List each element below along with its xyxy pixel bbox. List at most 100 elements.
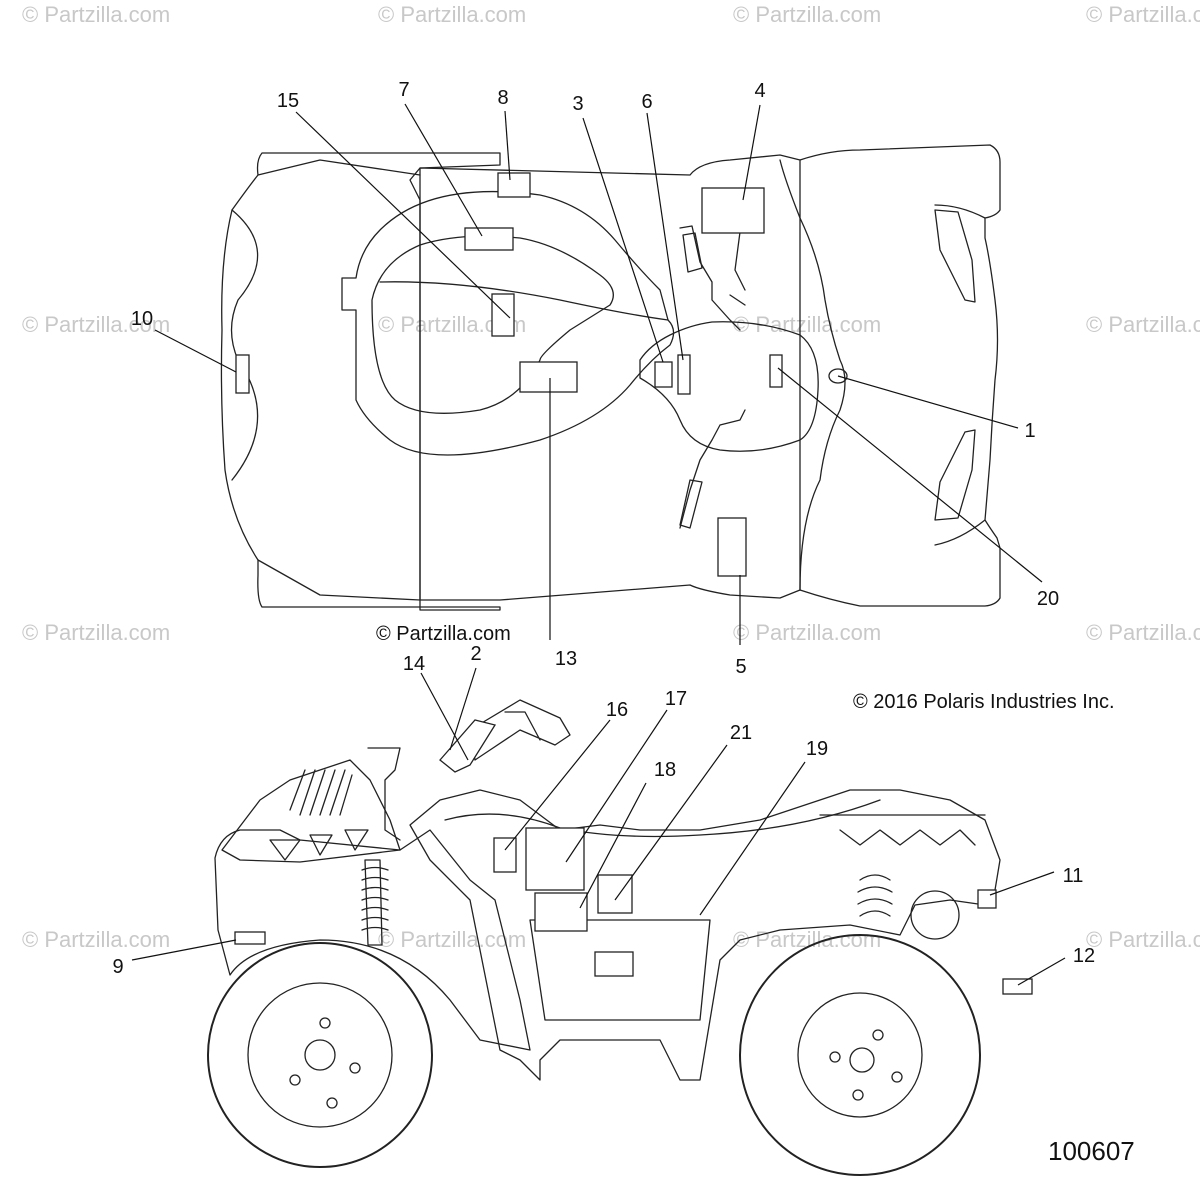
main-body <box>409 789 1001 1081</box>
handlebar-bottom-grip <box>679 479 703 529</box>
decal-4 <box>701 187 765 234</box>
leader-2 <box>449 667 477 751</box>
lug-nut <box>349 1062 361 1074</box>
front-lights <box>269 829 369 861</box>
rear-drum <box>910 890 960 940</box>
decal-7 <box>464 227 514 251</box>
decal-8 <box>497 172 531 198</box>
callout-4[interactable]: 4 <box>754 80 765 102</box>
watermark: © Partzilla.com <box>22 927 170 952</box>
decal-10 <box>235 354 250 394</box>
fuel-tank-outline <box>639 321 819 452</box>
leader-lines <box>131 103 1066 986</box>
lug-nut <box>852 1089 864 1101</box>
handlebar-top <box>679 225 741 331</box>
decal-14 <box>439 719 497 773</box>
fuel-cap <box>828 368 848 384</box>
decal-12 <box>1002 978 1033 995</box>
leader-7 <box>404 103 483 237</box>
rear-rack-side <box>819 814 986 846</box>
callout-18[interactable]: 18 <box>654 759 676 781</box>
callout-1[interactable]: 1 <box>1024 420 1035 442</box>
callout-21[interactable]: 21 <box>730 722 752 744</box>
decal-20 <box>769 354 783 388</box>
watermark: © Partzilla.com <box>1086 312 1200 337</box>
callout-19[interactable]: 19 <box>806 738 828 760</box>
callout-14[interactable]: 14 <box>403 653 425 675</box>
leader-20 <box>777 367 1043 583</box>
decal-9 <box>234 931 266 945</box>
callout-13[interactable]: 13 <box>555 648 577 670</box>
watermark: © Partzilla.com <box>1086 620 1200 645</box>
decal-16 <box>493 837 517 873</box>
rear-fender-outline <box>799 144 1001 607</box>
watermark: © Partzilla.com <box>378 2 526 27</box>
leader-6 <box>646 112 684 361</box>
leader-15 <box>295 111 511 319</box>
callout-8[interactable]: 8 <box>497 87 508 109</box>
leader-12 <box>1017 957 1066 986</box>
watermark: © Partzilla.com <box>378 927 526 952</box>
watermark: © Partzilla.com <box>1086 2 1200 27</box>
rear-rack-upper <box>934 209 976 303</box>
decal-footwell <box>594 951 634 977</box>
rear-shock <box>857 874 893 917</box>
decal-18 <box>534 892 588 932</box>
decal-21 <box>597 874 633 914</box>
callout-11[interactable]: 11 <box>1063 865 1084 887</box>
rear-rack-lower <box>934 429 976 521</box>
leader-1 <box>837 375 1019 429</box>
lug-nut <box>319 1017 331 1029</box>
watermark: © Partzilla.com <box>22 312 170 337</box>
callout-6[interactable]: 6 <box>641 91 652 113</box>
lug-nut <box>891 1071 903 1083</box>
callout-2[interactable]: 2 <box>470 643 481 665</box>
callout-15[interactable]: 15 <box>277 90 299 112</box>
leader-19 <box>699 761 806 916</box>
watermark: © Partzilla.com <box>22 2 170 27</box>
leader-8 <box>504 110 511 181</box>
watermark: © Partzilla.com <box>733 2 881 27</box>
center-deck-outline <box>419 154 801 601</box>
callout-16[interactable]: 16 <box>606 699 628 721</box>
front-fender-outline <box>220 152 501 611</box>
decal-6 <box>677 354 691 395</box>
callout-7[interactable]: 7 <box>398 79 409 101</box>
rear-rim <box>797 992 923 1118</box>
leader-10 <box>154 329 237 373</box>
callout-5[interactable]: 5 <box>735 656 746 678</box>
front-tire <box>207 942 433 1168</box>
seat-side <box>444 799 881 838</box>
front-grille <box>221 759 401 863</box>
decal-11 <box>977 889 997 909</box>
front-fender-crease <box>230 209 259 481</box>
front-hub <box>304 1039 336 1071</box>
lug-nut <box>872 1029 884 1041</box>
leader-9 <box>131 939 237 961</box>
front-shock <box>361 859 389 946</box>
leader-14 <box>420 672 469 761</box>
leader-11 <box>989 871 1055 896</box>
front-rim <box>247 982 393 1128</box>
leader-17 <box>565 709 668 863</box>
watermark: © Partzilla.com <box>1086 927 1200 952</box>
lug-nut <box>289 1074 301 1086</box>
callout-3[interactable]: 3 <box>572 93 583 115</box>
callout-10[interactable]: 10 <box>131 308 153 330</box>
leader-4 <box>742 104 761 201</box>
atv-top-view <box>220 144 1001 611</box>
atv-side-view <box>207 699 1033 1176</box>
seat-outline <box>341 190 675 456</box>
callout-9[interactable]: 9 <box>112 956 123 978</box>
rear-rack-outer <box>934 204 986 546</box>
front-fender-inner <box>257 159 421 601</box>
leader-21 <box>614 744 728 901</box>
grille-slats <box>289 769 353 816</box>
watermark: © Partzilla.com <box>22 620 170 645</box>
handlebar-side <box>469 699 571 761</box>
rear-tire <box>739 934 981 1176</box>
callout-20[interactable]: 20 <box>1037 588 1059 610</box>
lug-nut <box>829 1051 841 1063</box>
callout-12[interactable]: 12 <box>1073 945 1095 967</box>
callout-17[interactable]: 17 <box>665 688 687 710</box>
